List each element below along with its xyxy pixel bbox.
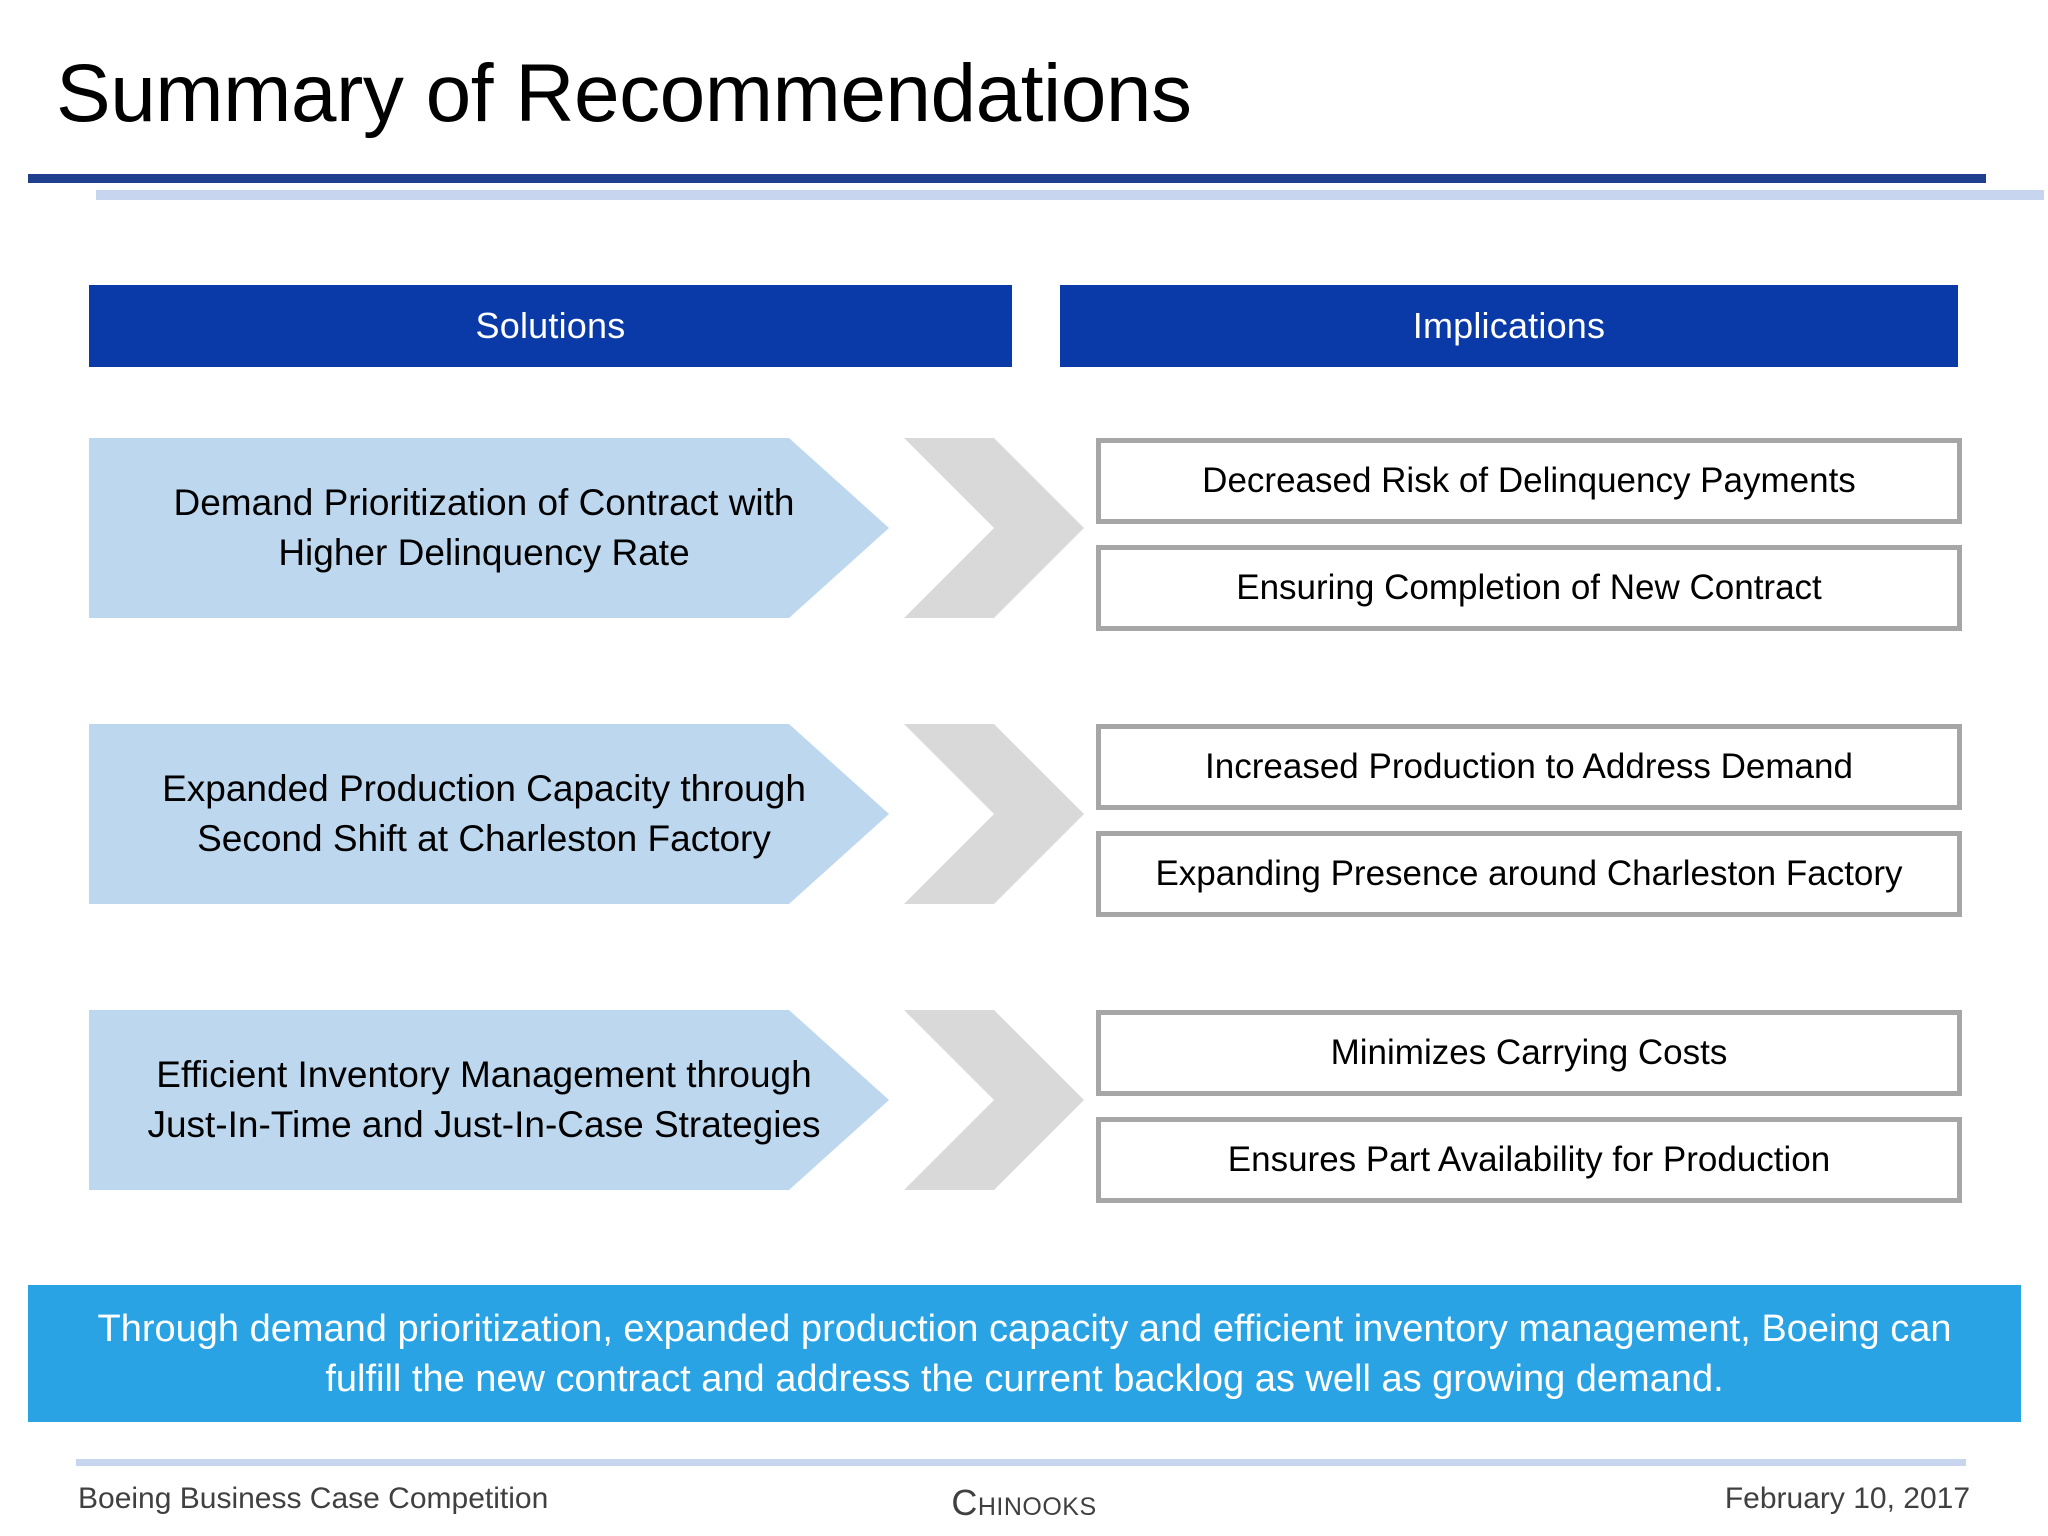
solution-arrow-shape: Expanded Production Capacity through Sec… bbox=[89, 724, 889, 904]
footer-date: February 10, 2017 bbox=[1724, 1482, 1970, 1515]
footer-rule bbox=[76, 1459, 1966, 1466]
implication-box: Ensuring Completion of New Contract bbox=[1096, 545, 1962, 631]
title-rule-primary bbox=[28, 174, 1986, 183]
conclusion-banner: Through demand prioritization, expanded … bbox=[28, 1285, 2021, 1422]
implication-box: Minimizes Carrying Costs bbox=[1096, 1010, 1962, 1096]
solution-row: Expanded Production Capacity through Sec… bbox=[89, 724, 1084, 904]
solution-label: Expanded Production Capacity through Sec… bbox=[162, 768, 806, 859]
footer-left-text: Boeing Business Case Competition bbox=[78, 1482, 549, 1515]
footer-team-name: Chinooks bbox=[951, 1482, 1097, 1523]
solution-row: Demand Prioritization of Contract with H… bbox=[89, 438, 1084, 618]
conclusion-text: Through demand prioritization, expanded … bbox=[97, 1307, 1952, 1400]
column-header-implications: Implications bbox=[1060, 285, 1958, 367]
chevron-right-icon bbox=[904, 1010, 1084, 1190]
implication-box: Decreased Risk of Delinquency Payments bbox=[1096, 438, 1962, 524]
implication-box: Ensures Part Availability for Production bbox=[1096, 1117, 1962, 1203]
implication-box: Expanding Presence around Charleston Fac… bbox=[1096, 831, 1962, 917]
title-rule-secondary bbox=[96, 190, 2044, 200]
column-header-solutions-label: Solutions bbox=[475, 305, 626, 346]
implication-group: Decreased Risk of Delinquency Payments E… bbox=[1096, 438, 1962, 652]
solution-label: Demand Prioritization of Contract with H… bbox=[173, 482, 795, 573]
implication-group: Increased Production to Address Demand E… bbox=[1096, 724, 1962, 938]
column-header-implications-label: Implications bbox=[1412, 305, 1606, 346]
chevron-right-icon bbox=[904, 724, 1084, 904]
solution-arrow-shape: Demand Prioritization of Contract with H… bbox=[89, 438, 889, 618]
page-title: Summary of Recommendations bbox=[56, 48, 1192, 139]
solution-row: Efficient Inventory Management through J… bbox=[89, 1010, 1084, 1190]
chevron-right-icon bbox=[904, 438, 1084, 618]
solution-arrow-shape: Efficient Inventory Management through J… bbox=[89, 1010, 889, 1190]
solution-label: Efficient Inventory Management through J… bbox=[147, 1054, 821, 1145]
implication-group: Minimizes Carrying Costs Ensures Part Av… bbox=[1096, 1010, 1962, 1224]
column-header-solutions: Solutions bbox=[89, 285, 1012, 367]
implication-box: Increased Production to Address Demand bbox=[1096, 724, 1962, 810]
